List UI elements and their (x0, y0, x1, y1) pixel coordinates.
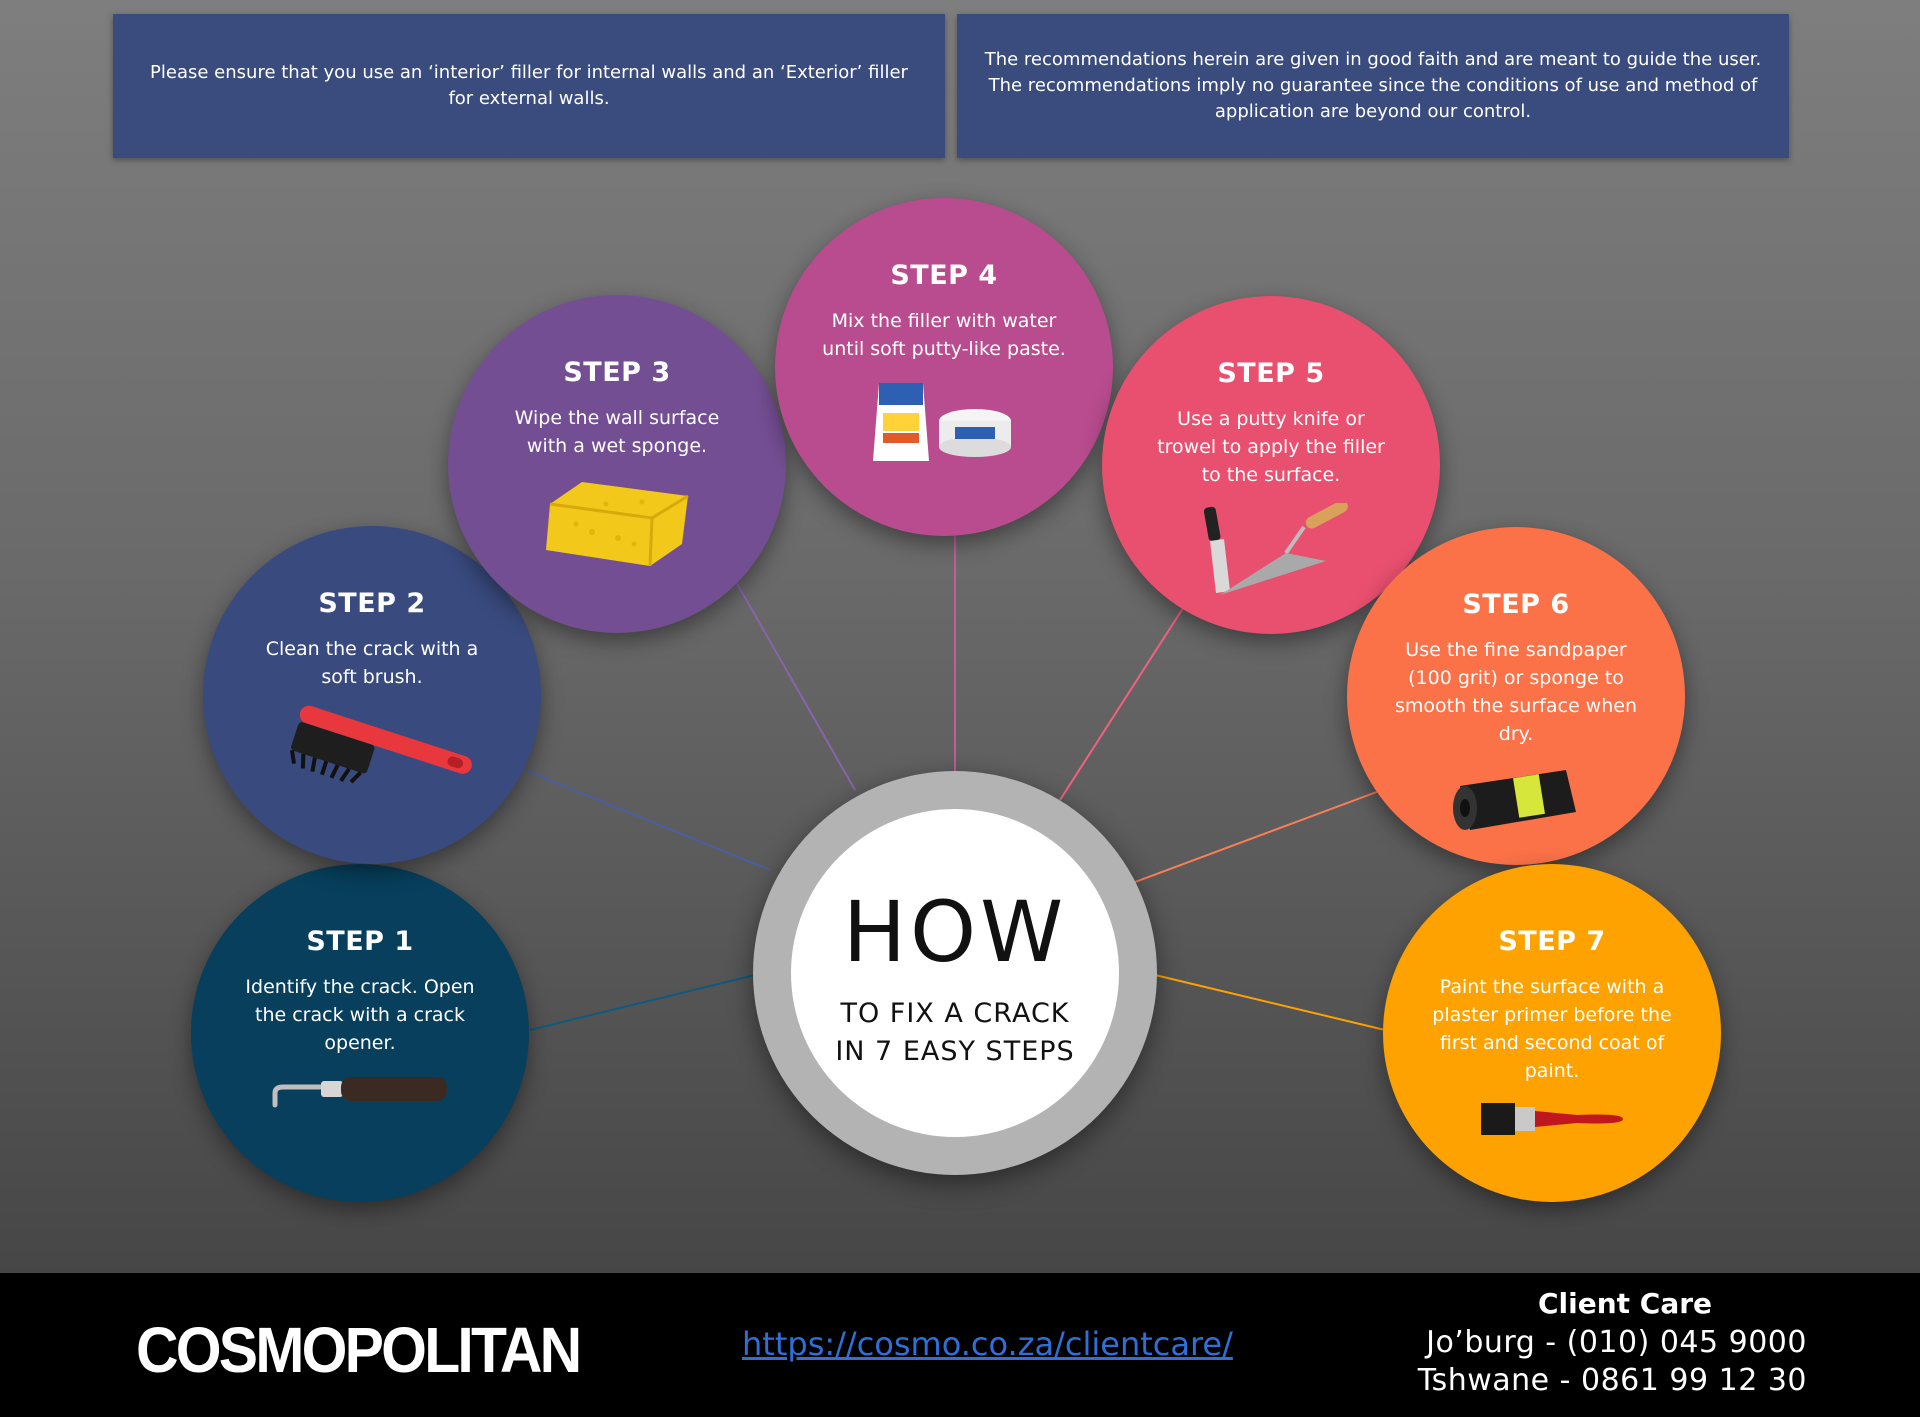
connector-step-7 (1154, 974, 1386, 1031)
phone-joburg: Jo’burg - (010) 045 9000 (1426, 1325, 1807, 1360)
hub-title: HOW (842, 883, 1068, 981)
connector-step-2 (524, 769, 771, 871)
footer-bar: COSMOPOLITAN https://cosmo.co.za/clientc… (0, 1273, 1920, 1417)
client-care-title: Client Care (1537, 1287, 1713, 1320)
step-3-circle: STEP 3 Wipe the wall surface with a wet … (448, 295, 786, 633)
hub-circle: HOW TO FIX A CRACK IN 7 EASY STEPS (753, 771, 1157, 1175)
step-6-description: Use the fine sandpaper (100 grit) or spo… (1395, 639, 1637, 745)
crack-opener-icon (272, 1077, 447, 1108)
putty-knife-trowel-icon (1203, 503, 1348, 595)
step-5-title: STEP 5 (1217, 358, 1325, 389)
filler-notice: Please ensure that you use an ‘interior’… (113, 14, 945, 158)
step-7-title: STEP 7 (1498, 926, 1606, 957)
disclaimer-notice: The recommendations herein are given in … (957, 14, 1789, 158)
connector-step-3 (734, 579, 856, 791)
paintbrush-icon (1481, 1103, 1623, 1135)
step-7-circle: STEP 7 Paint the surface with a plaster … (1383, 864, 1721, 1202)
connector-step-6 (1134, 789, 1383, 883)
connector-step-5 (1059, 604, 1186, 801)
step-5-circle: STEP 5 Use a putty knife or trowel to ap… (1102, 296, 1440, 634)
connector-step-1 (529, 974, 756, 1031)
step-3-description: Wipe the wall surface with a wet sponge. (514, 407, 720, 457)
step-5-description: Use a putty knife or trowel to apply the… (1157, 408, 1385, 486)
hub-inner-circle: HOW TO FIX A CRACK IN 7 EASY STEPS (791, 809, 1119, 1137)
step-6-circle: STEP 6 Use the fine sandpaper (100 grit)… (1347, 527, 1685, 865)
phone-tshwane: Tshwane - 0861 99 12 30 (1417, 1363, 1807, 1398)
sandpaper-roll-icon (1453, 770, 1576, 830)
filler-notice-text: Please ensure that you use an ‘interior’… (150, 62, 908, 109)
hub-subtitle: TO FIX A CRACK IN 7 EASY STEPS (791, 995, 1119, 1071)
step-1-title: STEP 1 (306, 926, 414, 957)
step-6-title: STEP 6 (1462, 589, 1570, 620)
sponge-icon (546, 482, 689, 567)
soft-brush-icon (290, 705, 472, 784)
step-2-description: Clean the crack with a soft brush. (265, 638, 479, 688)
step-4-description: Mix the filler with water until soft put… (822, 310, 1066, 360)
step-3-title: STEP 3 (563, 357, 671, 388)
step-7-description: Paint the surface with a plaster primer … (1432, 976, 1672, 1082)
client-care-link[interactable]: https://cosmo.co.za/clientcare/ (742, 1325, 1233, 1363)
step-1-description: Identify the crack. Open the crack with … (245, 976, 475, 1054)
step-4-circle: STEP 4 Mix the filler with water until s… (775, 198, 1113, 536)
cosmopolitan-logo: COSMOPOLITAN (136, 1314, 582, 1386)
hub-subtitle-line-2: IN 7 EASY STEPS (835, 1036, 1075, 1067)
step-1-circle: STEP 1 Identify the crack. Open the crac… (191, 864, 529, 1202)
step-connector-lines (524, 535, 1386, 1031)
step-2-title: STEP 2 (318, 588, 426, 619)
step-2-circle: STEP 2 Clean the crack with a soft brush… (203, 526, 541, 864)
disclaimer-notice-text: The recommendations herein are given in … (984, 49, 1762, 122)
filler-products-icon (873, 383, 1011, 461)
step-4-title: STEP 4 (890, 260, 998, 291)
hub-subtitle-line-1: TO FIX A CRACK (840, 998, 1070, 1029)
